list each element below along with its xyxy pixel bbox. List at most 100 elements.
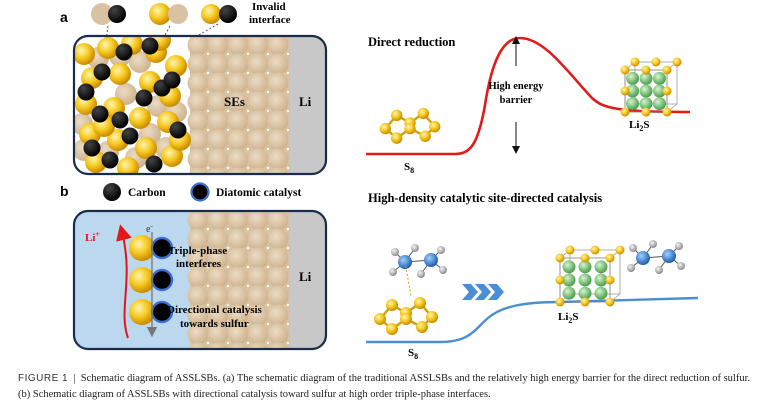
- se-particle-highlight: [207, 361, 209, 363]
- li-atom: [578, 260, 592, 274]
- s-atom: [555, 275, 565, 285]
- se-particle: [267, 228, 289, 250]
- se-particle-highlight: [286, 322, 290, 326]
- li-atom: [639, 71, 653, 85]
- se-particle-highlight: [266, 52, 270, 56]
- se-particle: [247, 110, 269, 132]
- li-atom: [652, 84, 666, 98]
- se-particle-highlight: [267, 361, 269, 363]
- se-particle-highlight: [226, 90, 230, 94]
- carbon-particle: [77, 83, 95, 101]
- se-particle-highlight: [226, 147, 230, 151]
- se-particle: [227, 72, 249, 94]
- se-particles-b: [187, 211, 290, 363]
- se-particle: [187, 148, 209, 170]
- carbon-particle: [101, 151, 119, 169]
- li-atom: [594, 273, 608, 287]
- caption-text: Schematic diagram of ASSLSBs. (a) The sc…: [18, 373, 751, 400]
- li-atom: [562, 260, 576, 274]
- sulfur-particle: [74, 43, 95, 65]
- sulfur-particle: [129, 299, 155, 325]
- ligand-atom: [391, 248, 399, 256]
- s-atom: [580, 297, 590, 307]
- catalyst-legend-icon: [190, 182, 210, 202]
- se-particle: [207, 167, 229, 174]
- energy-curve-b: [366, 296, 699, 344]
- s-atom: [605, 253, 615, 263]
- electron-label: e-: [146, 222, 153, 235]
- panel-a-label: a: [60, 9, 68, 25]
- se-particle: [227, 228, 249, 250]
- se-particle-highlight: [286, 265, 290, 269]
- se-particle-highlight: [286, 52, 290, 56]
- se-particle-highlight: [226, 71, 230, 75]
- se-particle: [247, 148, 269, 170]
- li-atom: [578, 286, 592, 300]
- se-particle: [267, 285, 289, 307]
- se-particle-highlight: [246, 341, 250, 345]
- se-particle-highlight: [266, 322, 270, 326]
- se-particle: [227, 304, 249, 326]
- se-particle-highlight: [226, 227, 230, 231]
- se-particle: [247, 342, 269, 349]
- s-atom: [641, 107, 651, 117]
- s8-atom: [419, 130, 431, 142]
- li-atom: [562, 273, 576, 287]
- se-particle-highlight: [246, 246, 250, 250]
- se-particle-highlight: [206, 246, 210, 250]
- se-particle-highlight: [286, 284, 290, 288]
- se-particle-highlight: [286, 71, 290, 75]
- se-particle-highlight: [226, 52, 230, 56]
- carbon-particle: [111, 111, 129, 129]
- se-particle: [227, 53, 249, 75]
- s8-atom: [374, 313, 386, 325]
- se-particle-highlight: [286, 341, 290, 345]
- se-particle-highlight: [206, 341, 210, 345]
- cell-frame-b: [72, 209, 328, 351]
- li-ion-label: Li+: [85, 230, 100, 244]
- li-atom: [639, 97, 653, 111]
- sulfur-particle: [85, 151, 107, 173]
- li-label-a: Li: [299, 94, 312, 109]
- li-anode-a: [290, 36, 326, 174]
- se-particle: [227, 342, 249, 349]
- se-particle: [207, 247, 229, 269]
- figure-graphic: a Invalid interface SEs Li: [60, 1, 699, 363]
- s8-atom: [416, 321, 428, 333]
- direction-chevrons: [462, 284, 504, 300]
- li-atom: [594, 286, 608, 300]
- se-particle: [247, 72, 269, 94]
- se-particle: [247, 91, 269, 113]
- sulfur-particle: [135, 137, 157, 159]
- carbon-legend-icon: [103, 183, 121, 201]
- se-particle: [207, 36, 229, 56]
- se-particle-highlight: [206, 303, 210, 307]
- ligand-atom: [411, 244, 419, 252]
- s8-molecule-a: [379, 107, 441, 144]
- se-particle-highlight: [226, 166, 230, 170]
- li-atom: [626, 84, 640, 98]
- panel-a-schematic: a Invalid interface SEs Li: [60, 1, 328, 176]
- se-particle: [187, 342, 209, 349]
- se-particle-highlight: [206, 52, 210, 56]
- se-particle: [267, 53, 289, 75]
- triple-phase-line1: Triple-phase: [168, 245, 227, 257]
- se-particle: [247, 228, 269, 250]
- se-particle-highlight: [286, 166, 290, 170]
- se-particle-highlight: [286, 227, 290, 231]
- carbon-particle: [135, 89, 153, 107]
- s8-atom: [417, 107, 429, 120]
- s8-atom: [429, 121, 441, 133]
- se-particle-highlight: [246, 109, 250, 113]
- se-particle: [227, 266, 249, 288]
- se-particle-highlight: [266, 246, 270, 250]
- sulfur-particle: [75, 93, 97, 115]
- s8-atom: [404, 122, 416, 135]
- se-particle-highlight: [246, 90, 250, 94]
- se-particle-highlight: [286, 109, 290, 113]
- se-particle-highlight: [266, 71, 270, 75]
- se-particle-highlight: [246, 71, 250, 75]
- se-particle: [247, 266, 269, 288]
- carbon-legend-label: Carbon: [128, 187, 166, 199]
- se-particle-highlight: [206, 322, 210, 326]
